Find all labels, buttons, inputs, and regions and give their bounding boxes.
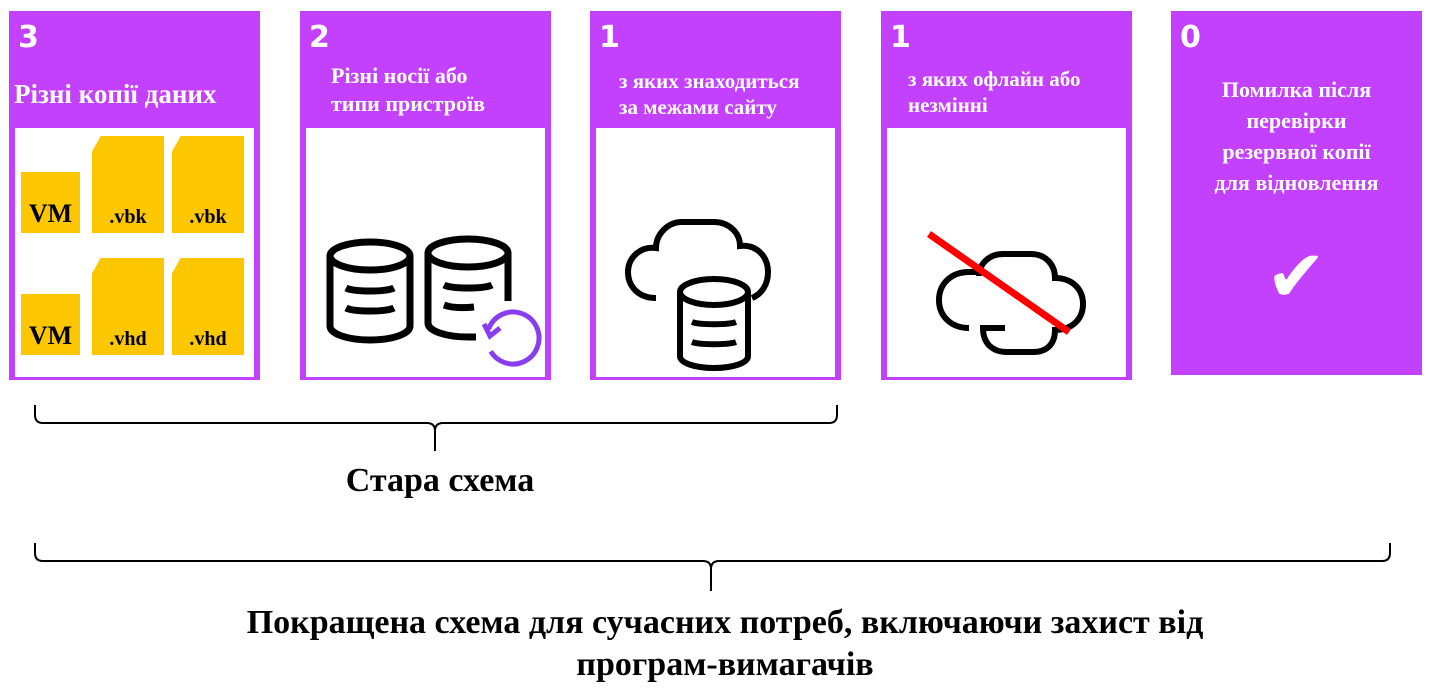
card-media: 2 Різні носії або типи пристроїв: [300, 11, 551, 380]
card-title: Різні копії даних: [14, 79, 217, 109]
card-number: 1: [890, 20, 911, 55]
label-line: програм-вимагачів: [576, 646, 874, 683]
card-number: 1: [599, 20, 620, 55]
database-restore-icon: [326, 235, 542, 367]
title-line: за межами сайту: [619, 95, 777, 119]
cloud-database-icon: [624, 219, 772, 372]
title-line: з яких офлайн або: [908, 67, 1081, 91]
file-icon: VM: [21, 172, 80, 233]
card-verified: 0 Помилка після перевірки резервної копі…: [1171, 11, 1422, 375]
title-line: для відновлення: [1214, 170, 1379, 195]
title-line: типи пристроїв: [331, 91, 485, 116]
card-title: з яких знаходиться за межами сайту: [619, 68, 799, 120]
file-icon: .vbk: [172, 136, 244, 233]
old-scheme-label: Стара схема: [345, 462, 535, 499]
title-line: Різні носії або: [331, 63, 468, 88]
file-icon: .vhd: [92, 258, 164, 355]
title-line: незмінні: [908, 93, 988, 117]
card-body: [596, 128, 835, 377]
label-line: Покращена схема для сучасних потреб, вкл…: [246, 604, 1204, 641]
title-line: перевірки: [1246, 108, 1347, 133]
file-icon: VM: [21, 294, 80, 355]
title-line: Помилка після: [1221, 77, 1372, 102]
card-body: [887, 128, 1126, 377]
card-number: 2: [309, 20, 330, 55]
title-line: резервної копії: [1222, 139, 1371, 164]
cloud-offline-icon: [926, 231, 1087, 355]
card-offsite: 1 з яких знаходиться за межами сайту: [590, 11, 841, 380]
card-title: з яких офлайн або незмінні: [908, 66, 1080, 118]
title-line: з яких знаходиться: [619, 69, 800, 93]
card-number: 0: [1180, 20, 1201, 55]
card-title: Помилка після перевірки резервної копії …: [1174, 74, 1419, 198]
card-copies: 3 Різні копії даних VM .vbk .vbk VM .vhd…: [9, 11, 260, 380]
file-icon: .vbk: [92, 136, 164, 233]
card-body: VM .vbk .vbk VM .vhd .vhd: [15, 128, 254, 377]
card-body: [306, 128, 545, 377]
file-icon: .vhd: [172, 258, 244, 355]
new-scheme-label: Покращена схема для сучасних потреб, вкл…: [100, 602, 1350, 686]
card-offline: 1 з яких офлайн або незмінні: [881, 11, 1132, 380]
card-title: Різні носії або типи пристроїв: [331, 62, 485, 118]
card-number: 3: [18, 20, 39, 55]
checkmark-icon: ✔: [1266, 234, 1327, 318]
